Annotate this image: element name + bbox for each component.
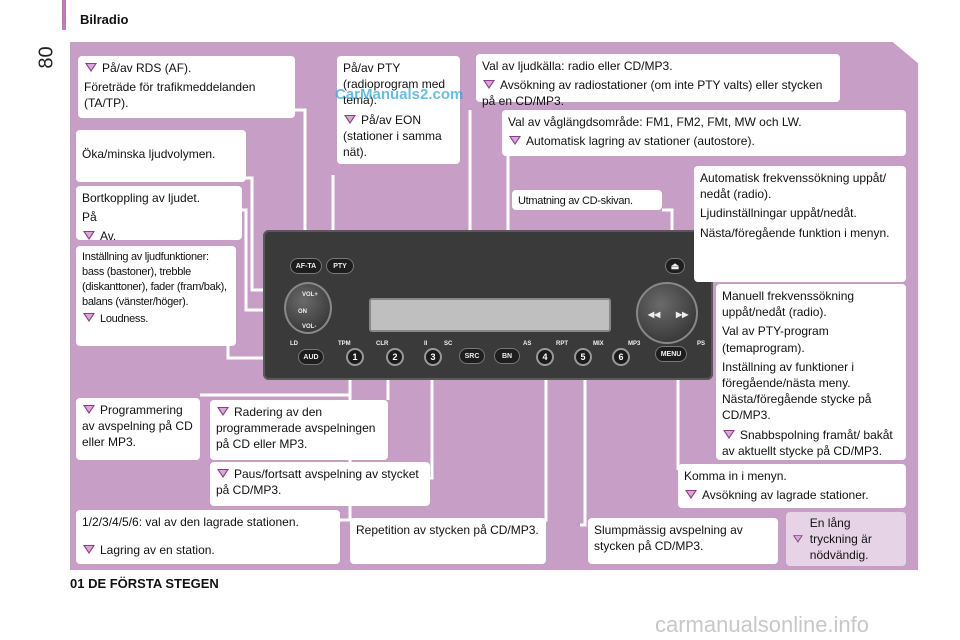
preset-3-button[interactable]: 3 bbox=[424, 348, 442, 366]
callout-manual: Manuell frekvenssökning uppåt/nedåt (rad… bbox=[716, 284, 906, 460]
overlay-watermark: CarManuals2.com bbox=[335, 86, 464, 103]
long-press-icon bbox=[723, 429, 735, 439]
label-tpm: TPM bbox=[338, 341, 351, 347]
callout-random: Slumpmässig avspelning av stycken på CD/… bbox=[588, 518, 778, 564]
manual-line-3: Inställning av funktioner i föregående/n… bbox=[722, 359, 872, 423]
callout-audio: Inställning av ljudfunktioner: bass (bas… bbox=[76, 246, 236, 346]
callout-volume: Öka/minska ljudvolymen. bbox=[76, 130, 246, 182]
vol-up-label: VOL+ bbox=[302, 292, 318, 298]
pty-line-2: På/av EON (stationer i samma nät). bbox=[343, 112, 442, 159]
seek-back-icon: ◀◀ bbox=[648, 310, 661, 319]
audio-line-1: Inställning av ljudfunktioner: bass (bas… bbox=[82, 251, 227, 308]
callout-source: Val av ljudkälla: radio eller CD/MP3. Av… bbox=[476, 54, 840, 108]
callout-eject: Utmatning av CD-skivan. bbox=[512, 190, 662, 210]
vol-down-label: VOL- bbox=[302, 324, 317, 330]
label-rpt: RPT bbox=[556, 341, 568, 347]
callout-rds: På/av RDS (AF). Företräde för trafikmedd… bbox=[78, 56, 295, 118]
presets-line-1: 1/2/3/4/5/6: val av den lagrade statione… bbox=[82, 515, 299, 529]
site-watermark: carmanualsonline.info bbox=[655, 612, 870, 637]
label-mp3: MP3 bbox=[628, 341, 641, 347]
long-press-icon bbox=[344, 114, 356, 124]
long-press-icon bbox=[83, 545, 95, 555]
mute-line-1: Bortkoppling av ljudet. bbox=[82, 191, 201, 205]
label-ld: LD bbox=[290, 341, 298, 347]
long-press-text: En lång tryckning är nödvändig. bbox=[809, 515, 872, 563]
long-press-icon bbox=[217, 469, 229, 478]
rds-line-2: Företräde för trafikmeddelanden (TA/TP). bbox=[84, 80, 256, 111]
callout-mute: Bortkoppling av ljudet. På Av. bbox=[76, 186, 242, 244]
mute-line-2: På bbox=[82, 210, 97, 225]
preset-4-button[interactable]: 4 bbox=[536, 348, 554, 366]
audio-button[interactable]: AUD bbox=[298, 349, 324, 365]
programming-line-1: Programmering av avspelning på CD eller … bbox=[82, 403, 193, 450]
callout-band: Val av våglängdsområde: FM1, FM2, FMt, M… bbox=[502, 110, 906, 156]
mute-line-3: Av. bbox=[100, 229, 117, 244]
preset-6-button[interactable]: 6 bbox=[612, 348, 630, 366]
callout-menu: Komma in i menyn. Avsökning av lagrade s… bbox=[678, 464, 906, 508]
audio-line-2: Loudness. bbox=[100, 313, 149, 326]
volume-knob[interactable] bbox=[284, 282, 332, 334]
source-line-1: Val av ljudkälla: radio eller CD/MP3. bbox=[482, 59, 673, 73]
callout-clear: Radering av den programmerade avspelning… bbox=[210, 400, 388, 460]
long-press-icon bbox=[83, 231, 95, 241]
rds-line-1: På/av RDS (AF). bbox=[102, 61, 192, 75]
source-button[interactable]: SRC bbox=[459, 348, 485, 364]
page-title: Bilradio bbox=[80, 12, 129, 27]
label-pause: II bbox=[424, 341, 428, 347]
long-press-icon bbox=[792, 535, 803, 543]
long-press-icon bbox=[509, 136, 521, 146]
band-button[interactable]: BN bbox=[494, 348, 520, 364]
radio-display bbox=[369, 298, 611, 332]
source-line-2: Avsökning av radiostationer (om inte PTY… bbox=[482, 78, 823, 109]
long-press-icon bbox=[217, 407, 229, 416]
eject-button[interactable]: ⏏ bbox=[665, 258, 685, 274]
callout-programming: Programmering av avspelning på CD eller … bbox=[76, 398, 200, 460]
af-ta-button[interactable]: AF-TA bbox=[290, 258, 322, 274]
long-press-icon bbox=[685, 490, 697, 500]
band-line-1: Val av våglängdsområde: FM1, FM2, FMt, M… bbox=[508, 115, 802, 129]
label-sc: SC bbox=[444, 341, 453, 347]
clear-line-1: Radering av den programmerade avspelning… bbox=[216, 405, 376, 452]
seek-rocker[interactable] bbox=[636, 282, 698, 344]
label-clr: CLR bbox=[376, 341, 389, 347]
sidebar-accent-line bbox=[62, 0, 66, 30]
manual-line-1: Manuell frekvenssökning uppåt/nedåt (rad… bbox=[722, 289, 855, 320]
on-label: ON bbox=[298, 309, 307, 315]
menu-line-1: Komma in i menyn. bbox=[684, 469, 787, 483]
menu-line-2: Avsökning av lagrade stationer. bbox=[702, 488, 869, 503]
band-line-2: Automatisk lagring av stationer (autosto… bbox=[526, 134, 755, 149]
callout-long-press-legend: En lång tryckning är nödvändig. bbox=[786, 512, 906, 566]
section-footer: 01 DE FÖRSTA STEGEN bbox=[70, 576, 219, 591]
callout-seek: Automatisk frekvenssökning uppåt/ nedåt … bbox=[694, 166, 906, 282]
long-press-icon bbox=[483, 80, 495, 90]
seek-line-1: Automatisk frekvenssökning uppåt/ nedåt … bbox=[700, 171, 887, 202]
seek-line-3: Nästa/föregående funktion i menyn. bbox=[700, 225, 890, 240]
pause-line-1: Paus/fortsatt avspelning av stycket på C… bbox=[216, 467, 419, 498]
long-press-icon bbox=[83, 313, 95, 323]
pty-button[interactable]: PTY bbox=[326, 258, 354, 274]
presets-line-2: Lagring av en station. bbox=[100, 543, 215, 558]
callout-repeat: Repetition av stycken på CD/MP3. bbox=[350, 518, 546, 564]
preset-5-button[interactable]: 5 bbox=[574, 348, 592, 366]
label-as: AS bbox=[523, 341, 532, 347]
preset-2-button[interactable]: 2 bbox=[386, 348, 404, 366]
preset-1-button[interactable]: 1 bbox=[346, 348, 364, 366]
seek-forward-icon: ▶▶ bbox=[676, 310, 689, 319]
manual-line-2: Val av PTY-program (temaprogram). bbox=[722, 324, 829, 355]
seek-line-2: Ljudinställningar uppåt/nedåt. bbox=[700, 206, 857, 221]
callout-pty: På/av PTY (radioprogram med tema). På/av… bbox=[337, 56, 460, 164]
pty-line-1: På/av PTY (radioprogram med tema). bbox=[343, 61, 446, 108]
menu-button[interactable]: MENU bbox=[655, 346, 687, 362]
label-mix: MIX bbox=[593, 341, 604, 347]
long-press-icon bbox=[83, 405, 95, 414]
long-press-icon bbox=[85, 63, 97, 72]
manual-line-4: Snabbspolning framåt/ bakåt av aktuellt … bbox=[722, 427, 893, 458]
label-ps: PS bbox=[697, 341, 706, 347]
callout-presets: 1/2/3/4/5/6: val av den lagrade statione… bbox=[76, 510, 340, 564]
eject-icon: ⏏ bbox=[670, 260, 680, 271]
callout-pause: Paus/fortsatt avspelning av stycket på C… bbox=[210, 462, 430, 506]
